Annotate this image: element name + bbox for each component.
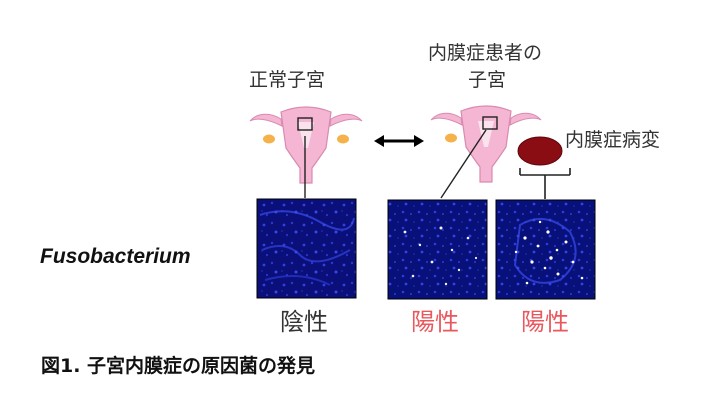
tissue-image-normal (256, 198, 357, 299)
patient-uterus-illustration (430, 105, 542, 199)
result-normal: 陰性 (280, 308, 328, 336)
bacterium-name: Fusobacterium (40, 245, 191, 268)
double-arrow-icon (374, 135, 424, 147)
tissue-image-lesion (495, 199, 596, 300)
normal-uterus-illustration (249, 106, 363, 198)
lesion-label: 内膜症病変 (565, 129, 661, 151)
tissue-image-patient (387, 199, 488, 300)
lesion-illustration (517, 136, 571, 199)
normal-uterus-label: 正常子宮 (249, 69, 326, 91)
patient-uterus-label-line2: 子宮 (468, 69, 507, 91)
patient-uterus-label-line1: 内膜症患者の (428, 42, 543, 64)
figure-caption: 図1. 子宮内膜症の原因菌の発見 (41, 355, 316, 377)
result-patient-uterus: 陽性 (411, 308, 459, 336)
result-lesion: 陽性 (521, 308, 569, 336)
